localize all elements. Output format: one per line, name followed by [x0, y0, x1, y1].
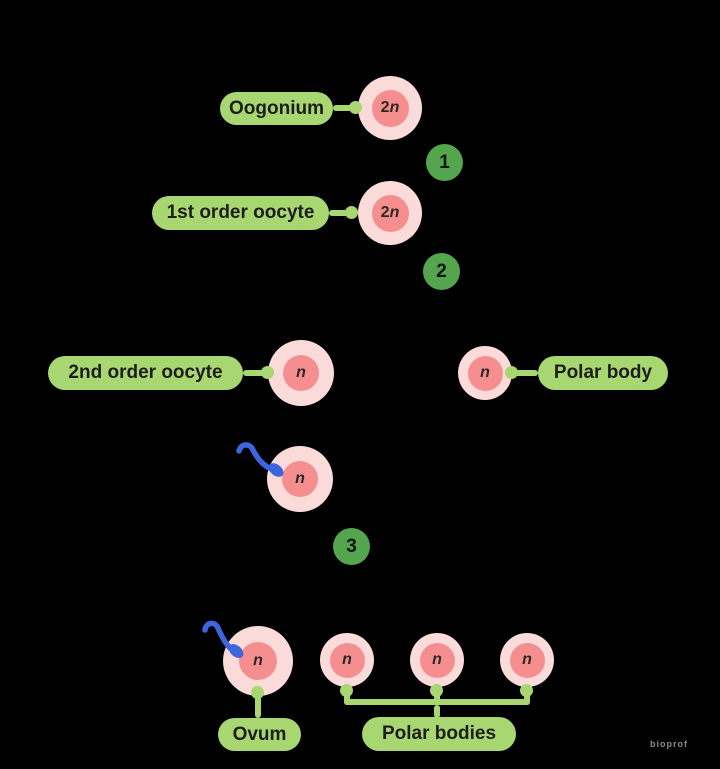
second-order-oocyte-label: 2nd order oocyte: [48, 356, 243, 390]
polar-body-1-connector-dot: [340, 684, 353, 697]
ploidy-label: n: [432, 651, 442, 668]
step-2-number: 2: [436, 260, 447, 282]
polar-bodies-bracket-bar: [344, 699, 530, 705]
polar-body-nucleus: n: [467, 355, 503, 391]
polar-body-3-cell: n: [500, 633, 554, 687]
polar-bodies-label-text: Polar bodies: [381, 723, 497, 744]
polar-body-connector: [511, 370, 538, 376]
polar-body-1-nucleus: n: [329, 642, 365, 678]
ploidy-label: n: [296, 364, 306, 381]
polar-body-2-cell: n: [410, 633, 464, 687]
polar-body-3-nucleus: n: [509, 642, 545, 678]
step-3-number: 3: [346, 535, 357, 557]
polar-body-cell: n: [458, 346, 512, 400]
ploidy-label: n: [342, 651, 352, 668]
sperm-icon-fertilization: [236, 442, 284, 477]
first-order-oocyte-nucleus: 2n: [371, 194, 409, 232]
first-order-oocyte-label-text: 1st order oocyte: [166, 202, 315, 223]
oogonium-connector-dot: [349, 101, 362, 114]
ploidy-label: n: [480, 364, 490, 381]
first-order-oocyte-connector: [329, 210, 355, 216]
polar-body-connector-dot: [505, 366, 518, 379]
oogonium-nucleus: 2n: [371, 89, 409, 127]
polar-body-3-connector-dot: [520, 684, 533, 697]
ploidy-label: 2n: [380, 99, 400, 116]
polar-body-label-text: Polar body: [553, 362, 653, 383]
ploidy-label: 2n: [380, 204, 400, 221]
ovum-cell: n: [223, 626, 293, 696]
step-1-number: 1: [439, 151, 450, 173]
polar-body-2-nucleus: n: [419, 642, 455, 678]
ovum-nucleus: n: [239, 642, 277, 680]
polar-bodies-bracket-stub-3: [524, 689, 530, 705]
fertilizing-oocyte-cell: n: [267, 446, 333, 512]
fertilizing-oocyte-nucleus: n: [282, 461, 318, 497]
polar-bodies-bracket-stub-2: [434, 689, 440, 705]
polar-bodies-bracket-stub-1: [344, 689, 350, 705]
step-2-badge: 2: [423, 253, 460, 290]
first-order-oocyte-cell: 2n: [358, 181, 422, 245]
step-3-badge: 3: [333, 528, 370, 565]
ovum-label-text: Ovum: [232, 723, 287, 745]
second-order-oocyte-connector: [243, 370, 270, 376]
ploidy-label: n: [253, 652, 263, 669]
polar-body-1-cell: n: [320, 633, 374, 687]
watermark: bioprof: [650, 739, 688, 749]
sperm-icon-ovum: [202, 620, 244, 659]
oogonium-label: Oogonium: [220, 92, 333, 125]
ovum-label: Ovum: [218, 718, 301, 751]
oogonium-cell: 2n: [358, 76, 422, 140]
first-order-oocyte-connector-dot: [345, 206, 358, 219]
polar-body-2-connector-dot: [430, 684, 443, 697]
ploidy-label: n: [295, 470, 305, 487]
second-order-oocyte-connector-dot: [261, 366, 274, 379]
ploidy-label: n: [522, 651, 532, 668]
polar-bodies-label: Polar bodies: [362, 717, 516, 751]
ovum-connector: [255, 694, 261, 718]
second-order-oocyte-cell: n: [268, 340, 334, 406]
oogonium-label-text: Oogonium: [229, 97, 324, 119]
ovum-connector-dot: [251, 686, 264, 699]
second-order-oocyte-label-text: 2nd order oocyte: [68, 362, 223, 383]
second-order-oocyte-nucleus: n: [283, 355, 319, 391]
polar-bodies-label-connector: [434, 705, 440, 718]
step-1-badge: 1: [426, 144, 463, 181]
oogonium-connector: [333, 105, 359, 111]
polar-body-label: Polar body: [538, 356, 668, 390]
first-order-oocyte-label: 1st order oocyte: [152, 196, 329, 230]
